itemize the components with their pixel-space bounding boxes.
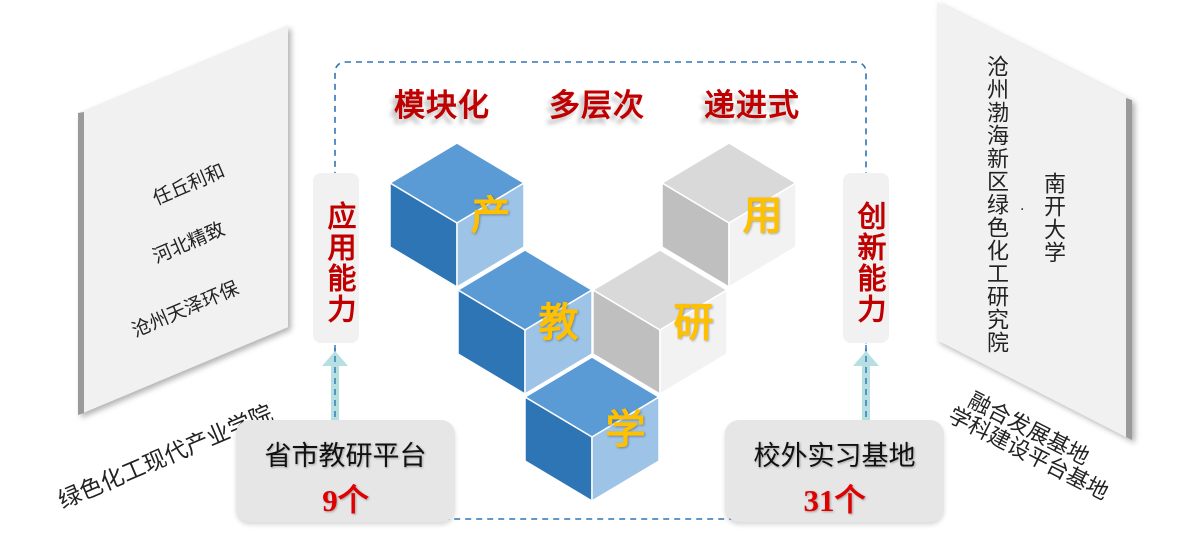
stat-count: 9个 — [322, 483, 369, 518]
cube-right-face — [524, 288, 593, 396]
separator-dot: · — [1020, 202, 1025, 218]
cube-5: 用 — [660, 142, 798, 289]
cube-right-face — [659, 288, 728, 396]
label-application-ability: 应用能力 — [313, 173, 359, 343]
label-innovation-ability: 创新能力 — [843, 173, 889, 343]
cube-label: 用 — [743, 193, 783, 239]
cube-right-face — [456, 181, 525, 289]
cube-3: 学 — [523, 356, 661, 503]
cube-right-face — [591, 395, 660, 503]
title-modular: 模块化 — [394, 88, 490, 124]
stat-label: 校外实习基地 — [753, 441, 916, 472]
institute-1: 沧州渤海新区绿色化工研究院 — [983, 55, 1008, 354]
stat-label: 省市教研平台 — [264, 441, 427, 472]
stat-card-teaching-platforms: 省市教研平台 9个 — [236, 420, 455, 522]
cube-label: 研 — [674, 300, 714, 346]
right-panel — [937, 2, 1132, 440]
right-panel-edge — [1126, 98, 1132, 440]
left-panel — [78, 25, 288, 415]
cube-2: 教 — [456, 249, 594, 396]
stat-card-internship-bases: 校外实习基地 31个 — [725, 420, 944, 522]
cube-4: 研 — [591, 249, 729, 396]
cube-right-face — [728, 181, 797, 289]
cube-label: 教 — [539, 300, 579, 346]
left-panel-edge — [78, 112, 84, 415]
title-progressive: 递进式 — [704, 88, 800, 124]
cube-1: 产 — [388, 142, 526, 289]
title-multilevel: 多层次 — [549, 88, 645, 124]
institute-2: 南开大学 — [1040, 172, 1065, 264]
dashed-frame — [334, 61, 867, 520]
cube-label: 学 — [606, 407, 646, 453]
stat-count: 31个 — [803, 483, 866, 518]
cube-label: 产 — [471, 193, 511, 239]
